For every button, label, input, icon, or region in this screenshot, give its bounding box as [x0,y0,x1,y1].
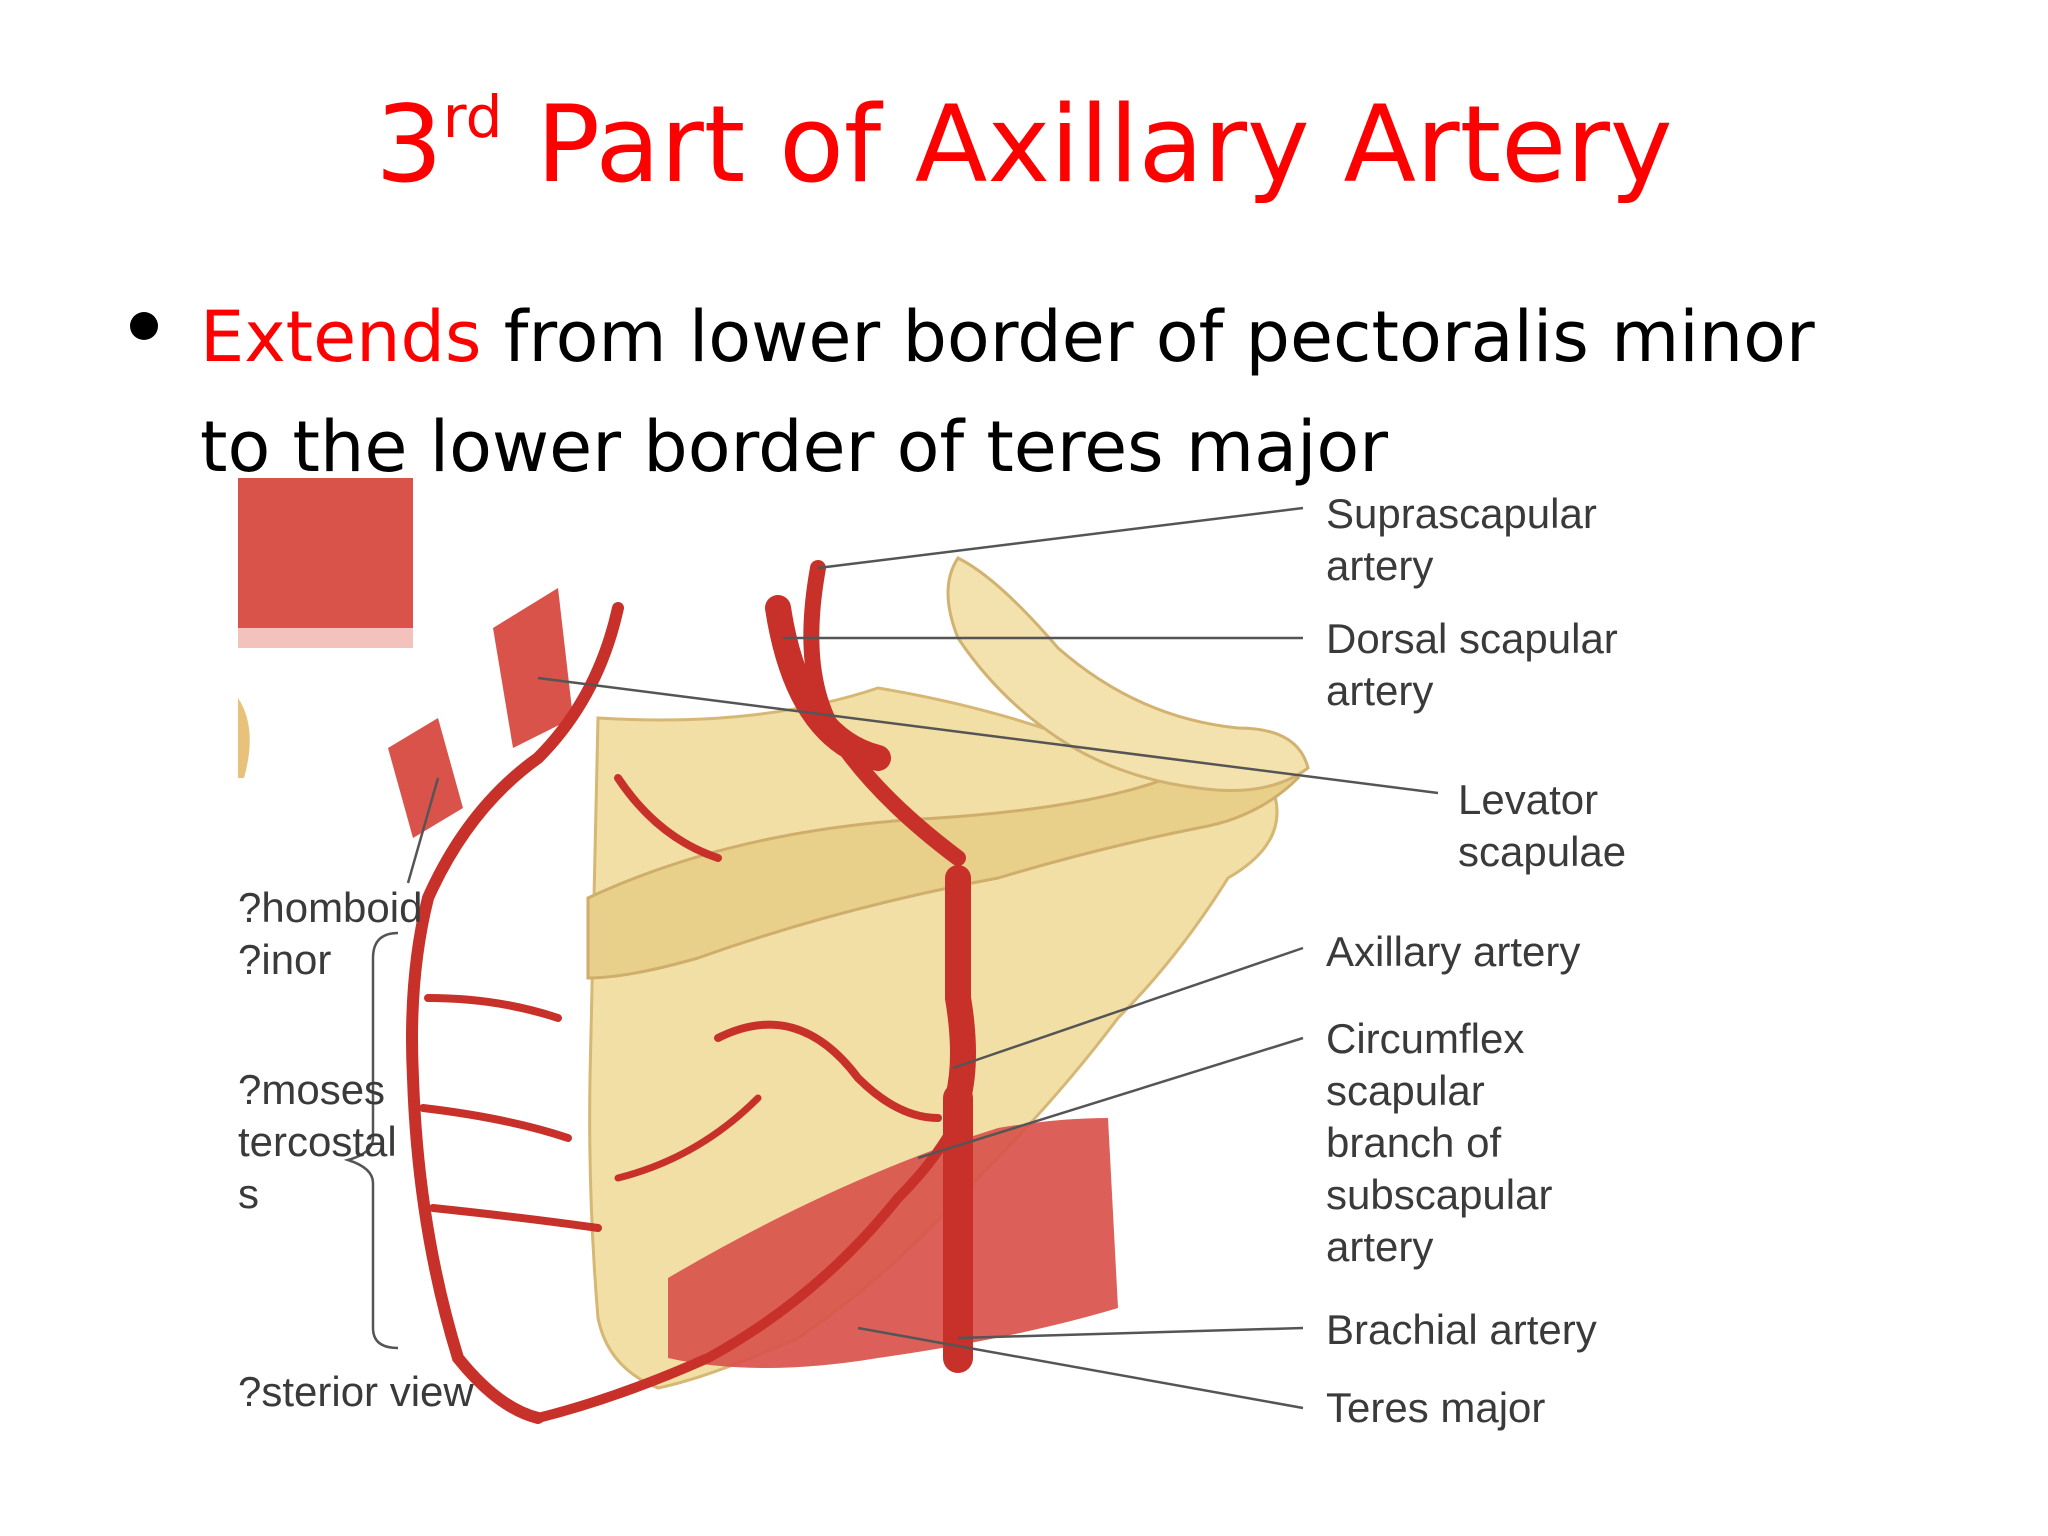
leader-brachial [957,1326,1304,1340]
leader-teres [857,1326,1304,1410]
label-posterior-view: ?sterior view [238,1366,474,1418]
anastomoses-bracket [343,931,399,1350]
intercostal-anastomosis-1 [424,994,562,1022]
label-brachial-artery: Brachial artery [1326,1304,1597,1356]
label-axillary-line-1: Axillary artery [1326,928,1581,975]
scapular-anastomosis-illustration [238,478,1439,1424]
label-dorsal-scapular-artery: Dorsal scapular artery [1326,613,1618,717]
label-dorsal-scapular-line-1: Dorsal scapular [1326,615,1618,662]
acromion [946,556,1310,792]
muscle-fragment-edge [238,628,413,648]
label-circumflex-line-4: subscapular [1326,1171,1553,1218]
label-circumflex-line-1: Circumflex [1326,1015,1525,1062]
leader-circumflex [917,1036,1304,1160]
supraspinous-branch [614,774,722,862]
bullet-line-1-rest: from lower border of pectoralis minor [481,296,1815,378]
label-suprascapular-line-2: artery [1326,542,1434,589]
leader-levator [537,676,1439,795]
label-levator-line-2: scapulae [1458,828,1627,875]
subscapular-branch [614,1094,762,1182]
label-dorsal-scapular-line-2: artery [1326,667,1434,714]
label-rhomboid-minor: ?homboid ?inor [238,882,422,986]
bullet-text: Extends from lower border of pectoralis … [200,282,1980,502]
leader-axillary [952,946,1304,1070]
leader-lines [343,506,1439,1410]
bullet-dot [130,312,158,340]
rhomboid-minor-muscle [388,718,463,838]
slide-title: 3rd Part of Axillary Artery [0,88,2048,198]
label-axillary-artery: Axillary artery [1326,926,1580,978]
bullet-line-1: Extends from lower border of pectoralis … [200,282,1980,392]
title-number: 3 [375,83,443,206]
leader-rhomboid [406,777,440,884]
levator-scapulae-muscle [493,588,573,748]
bullet-accent-word: Extends [200,296,482,378]
bullet-line-2: to the lower border of teres major [200,406,1389,488]
circumflex-scapular-artery-path [533,1113,963,1423]
anatomy-figure: Suprascapular artery Dorsal scapular art… [238,478,1738,1478]
label-anastomoses-line-1: ?moses [238,1066,386,1113]
label-rhomboid-line-2: ?inor [238,936,332,983]
label-anastomoses-line-3: s [238,1170,259,1217]
label-circumflex-scapular: Circumflex scapular branch of subscapula… [1326,1013,1552,1273]
label-levator-scapulae: Levator scapulae [1458,774,1626,878]
intercostal-anastomosis-3 [429,1204,602,1232]
label-anastomoses-line-2: tercostal [238,1118,397,1165]
intercostal-anastomosis-2 [419,1104,572,1142]
label-circumflex-line-3: branch of [1326,1119,1502,1166]
dorsal-scapular-artery-path [406,602,624,1424]
leader-suprascapular [817,506,1304,570]
label-circumflex-line-5: artery [1326,1223,1434,1270]
label-suprascapular-line-1: Suprascapular [1326,490,1597,537]
label-rhomboid-line-1: ?homboid [238,884,423,931]
muscle-fragment [238,478,413,638]
label-circumflex-line-2: scapular [1326,1067,1485,1114]
label-suprascapular-artery: Suprascapular artery [1326,488,1597,592]
title-superscript: rd [442,83,503,151]
label-levator-line-1: Levator [1458,776,1599,823]
title-text: Part of Axillary Artery [502,83,1673,206]
label-brachial-line-1: Brachial artery [1326,1306,1597,1353]
infraspinous-branch [714,1020,942,1122]
label-view-line-1: ?sterior view [238,1368,474,1415]
label-intercostal-anastomoses: ?moses tercostal s [238,1064,397,1220]
label-teres-major: Teres major [1326,1382,1545,1434]
label-teres-line-1: Teres major [1326,1384,1546,1431]
artery-network [406,560,976,1424]
bone-fragment-left [238,698,250,778]
